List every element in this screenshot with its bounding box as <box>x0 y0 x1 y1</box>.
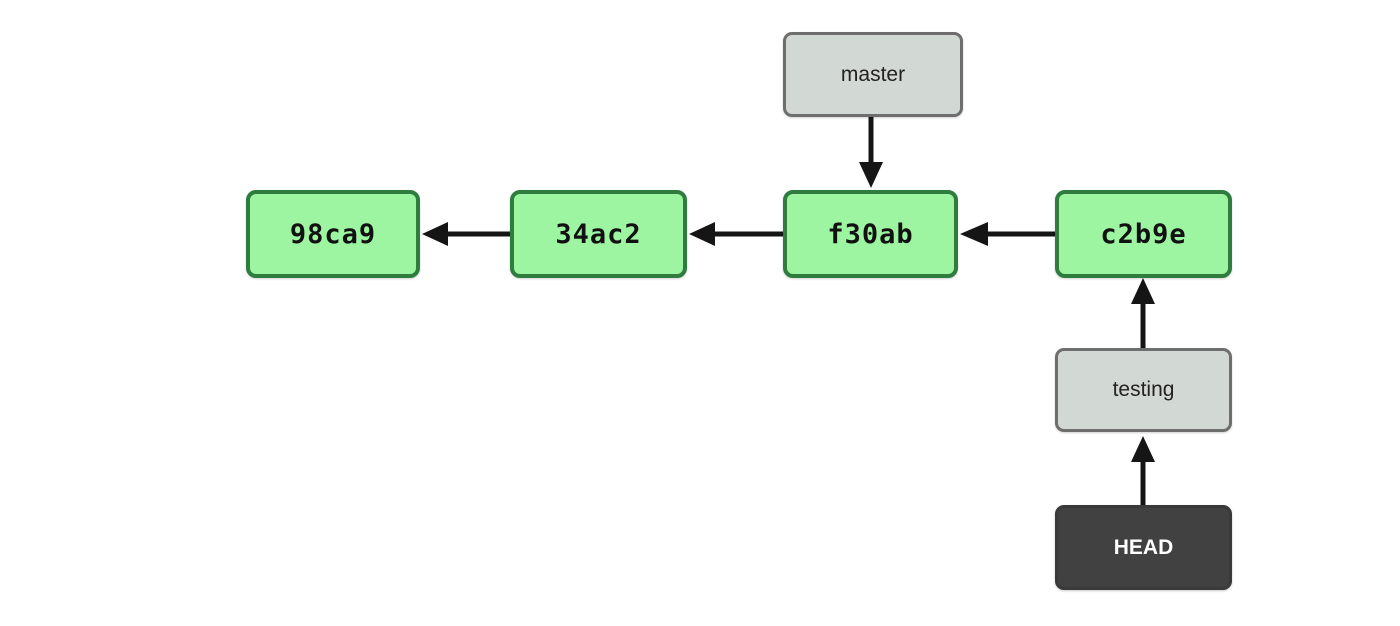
commit-label: 98ca9 <box>289 218 377 250</box>
head-pointer-node[interactable]: HEAD <box>1055 505 1232 590</box>
branch-node-master[interactable]: master <box>783 32 963 117</box>
branch-label: master <box>840 62 906 86</box>
commit-label: c2b9e <box>1100 218 1187 250</box>
commit-node-34ac2[interactable]: 34ac2 <box>510 190 687 278</box>
commit-node-c2b9e[interactable]: c2b9e <box>1055 190 1232 278</box>
head-label: HEAD <box>1113 535 1174 559</box>
commit-node-f30ab[interactable]: f30ab <box>783 190 958 278</box>
commit-node-98ca9[interactable]: 98ca9 <box>246 190 420 278</box>
edge-master-to-f30ab <box>859 117 883 188</box>
edge-34ac2-to-98ca9 <box>422 222 510 246</box>
edge-c2b9e-to-f30ab <box>960 222 1055 246</box>
edge-f30ab-to-34ac2 <box>689 222 783 246</box>
branch-node-testing[interactable]: testing <box>1055 348 1232 432</box>
commit-label: 34ac2 <box>555 218 642 250</box>
edge-head-to-testing <box>1131 436 1155 505</box>
branch-label: testing <box>1112 378 1175 401</box>
edge-testing-to-c2b9e <box>1131 278 1155 348</box>
commit-label: f30ab <box>827 218 914 250</box>
